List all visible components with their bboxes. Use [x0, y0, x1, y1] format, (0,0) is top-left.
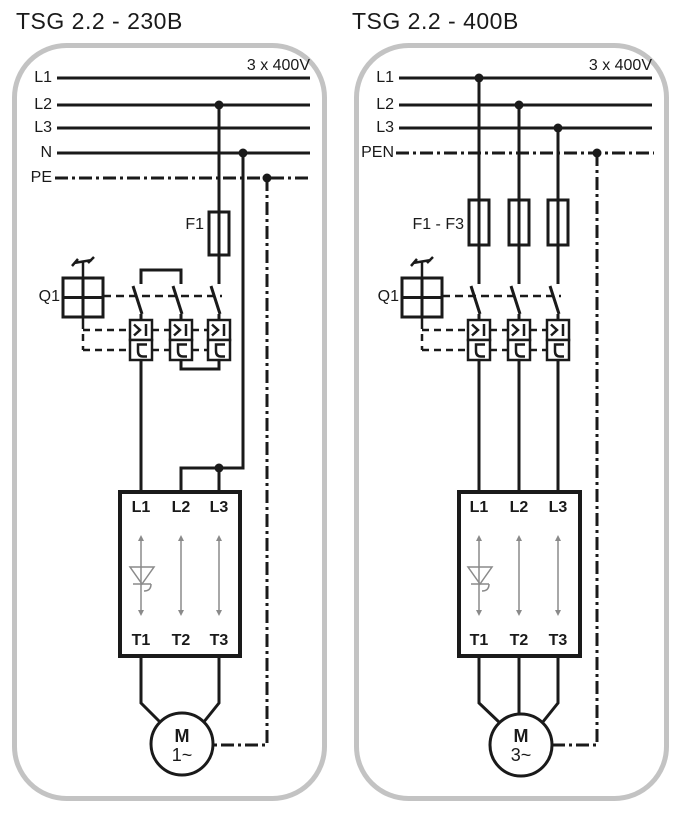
starter-output-t2: T2: [171, 632, 191, 649]
bus-label-n: N: [40, 144, 52, 161]
thermal-release-icon: [474, 343, 485, 358]
starter-internal-paths: [128, 535, 222, 616]
starter-output-t1: T1: [469, 632, 489, 649]
voltage-label: 3 x 400V: [588, 57, 652, 74]
thermal-release-icon: [214, 343, 225, 358]
switch-label: Q1: [377, 288, 399, 305]
thermal-release-icon: [176, 343, 187, 358]
diagram-title-400b: TSG 2.2 - 400B: [352, 8, 519, 34]
fuse-label: F1: [185, 216, 204, 233]
thyristor-icon: [466, 566, 494, 592]
manual-handle-icon: [71, 256, 95, 278]
starter-internal-paths: [466, 535, 561, 616]
pe-conductor: [213, 178, 269, 747]
manual-handle-icon: [410, 256, 434, 278]
starter-input-l2: L2: [509, 499, 529, 516]
switch-blade-2-icon: [509, 285, 522, 320]
overcurrent-release-icon: [471, 323, 486, 337]
thermal-release-icon: [136, 343, 147, 358]
switch-blade-1-icon: [131, 285, 144, 320]
starter-input-l2: L2: [171, 499, 191, 516]
motor-phase-label: 3~: [510, 745, 532, 765]
breaker-q1-icon: [61, 256, 222, 352]
fuse-f1-icon: [467, 198, 491, 247]
fuse-f2-icon: [507, 198, 531, 247]
panel-border: [12, 43, 327, 801]
switch-blade-2-icon: [171, 285, 184, 320]
starter-input-l3: L3: [209, 499, 229, 516]
starter-input-l1: L1: [469, 499, 489, 516]
bus-label-l2: L2: [376, 96, 394, 113]
release-boxes: [466, 318, 571, 362]
wires: [477, 78, 560, 492]
thermal-release-icon: [514, 343, 525, 358]
starter-output-t1: T1: [131, 632, 151, 649]
panel-border: [354, 43, 669, 801]
starter-input-l3: L3: [548, 499, 568, 516]
diagram-title-230b: TSG 2.2 - 230B: [16, 8, 183, 34]
switch-poles: [131, 285, 222, 320]
bus-label-l1: L1: [34, 69, 52, 86]
switch-blade-3-icon: [548, 285, 561, 320]
fuse-f1-icon: [207, 210, 231, 257]
fuse-f3-icon: [546, 198, 570, 247]
bus-label-l2: L2: [34, 96, 52, 113]
bus-label-pe: PE: [30, 169, 52, 186]
thyristor-icon: [128, 566, 156, 592]
bus-lines: [55, 76, 312, 180]
starter-output-t2: T2: [509, 632, 529, 649]
motor-label: M: [513, 726, 529, 746]
starter-output-t3: T3: [548, 632, 568, 649]
fuse-label: F1 - F3: [412, 216, 464, 233]
switch-poles: [469, 285, 561, 320]
panel-230b: [12, 43, 327, 801]
bridge-top-poles-1-2: [139, 268, 183, 284]
fuse-group-icon: [467, 198, 570, 247]
overcurrent-release-icon: [550, 323, 565, 337]
junction-dots: [214, 100, 272, 473]
starter-output-t3: T3: [209, 632, 229, 649]
overcurrent-release-icon: [173, 323, 188, 337]
bus-label-l3: L3: [34, 119, 52, 136]
switch-blade-1-icon: [469, 285, 482, 320]
wires: [139, 105, 245, 492]
bus-label-l3: L3: [376, 119, 394, 136]
motor-leads: [477, 656, 560, 725]
switch-blade-3-icon: [209, 285, 222, 320]
wire-n-drop: [179, 153, 245, 492]
motor-label: M: [174, 726, 190, 746]
motor-phase-label: 1~: [171, 745, 193, 765]
switch-label: Q1: [38, 288, 60, 305]
overcurrent-release-icon: [211, 323, 226, 337]
voltage-label: 3 x 400V: [246, 57, 310, 74]
soft-starter-box: [118, 490, 242, 658]
thermal-release-icon: [553, 343, 564, 358]
bus-lines: [396, 76, 654, 155]
motor-leads: [139, 656, 221, 725]
starter-input-l1: L1: [131, 499, 151, 516]
junction-dots: [474, 73, 602, 158]
overcurrent-release-icon: [511, 323, 526, 337]
breaker-q1-icon: [400, 256, 561, 352]
release-boxes: [128, 318, 232, 362]
bus-label-l1: L1: [376, 69, 394, 86]
motor-symbol: [149, 711, 215, 777]
bus-label-pen: PEN: [361, 144, 394, 161]
bridge-bottom-poles-2-3: [179, 360, 221, 371]
overcurrent-release-icon: [133, 323, 148, 337]
pen-conductor: [552, 153, 599, 747]
panel-400b: [354, 43, 669, 801]
soft-starter-box: [457, 490, 582, 658]
